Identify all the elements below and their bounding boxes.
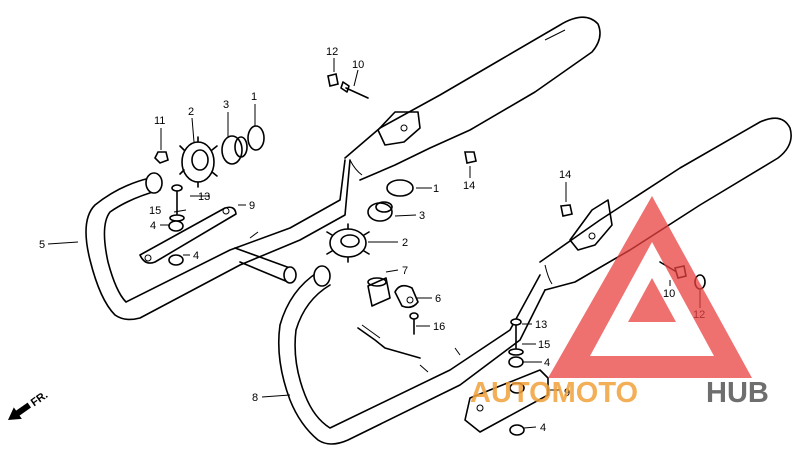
callout-2-upper: 2 [188, 106, 194, 118]
band-6 [394, 284, 419, 309]
front-direction-label: FR. [29, 389, 50, 409]
callout-12-upper: 12 [326, 46, 338, 58]
rubber-4-b [168, 254, 184, 266]
callout-15-lower: 15 [538, 339, 550, 351]
callout-11: 11 [154, 115, 165, 127]
collar-7 [367, 277, 391, 307]
front-direction-arrow: FR. [8, 389, 50, 420]
callout-13-upper: 13 [198, 191, 210, 203]
bolt-13-lower [510, 318, 522, 349]
callout-9-upper: 9 [249, 200, 255, 212]
upper-muffler [344, 16, 601, 181]
callout-2-lower: 2 [402, 237, 408, 249]
callout-13-lower: 13 [535, 319, 547, 331]
stay-bracket-upper [139, 206, 237, 264]
callout-4-d: 4 [540, 422, 546, 434]
sensor-cable [357, 324, 421, 359]
bolt-13-upper [171, 184, 183, 215]
joint-nut-lower [326, 223, 370, 263]
rubber-4-a [168, 220, 184, 232]
nut-14-lower [560, 204, 573, 217]
callout-10-upper: 10 [352, 59, 364, 71]
callout-4-b: 4 [193, 250, 199, 262]
callout-3-lower: 3 [419, 210, 425, 222]
nut-11 [154, 151, 169, 164]
leader-lines [47, 58, 701, 429]
nut-14-upper [464, 151, 477, 164]
watermark-text-automoto: AUTOMOTO [470, 377, 638, 409]
joint-nut-upper [179, 136, 218, 188]
callout-1-lower: 1 [433, 183, 439, 195]
exhaust-pipe-lower [277, 265, 546, 445]
callout-4-a: 4 [150, 220, 156, 232]
gasket-1-upper [247, 125, 265, 151]
callout-14-lower: 14 [559, 169, 571, 181]
callout-7: 7 [402, 265, 408, 277]
bolt-10-upper [340, 81, 369, 99]
cap-nut-12-upper [327, 73, 339, 87]
rubber-4-d [509, 424, 525, 436]
lower-muffler [539, 117, 792, 291]
callout-15-upper: 15 [149, 205, 161, 217]
callout-4-c: 4 [544, 357, 550, 369]
exhaust-pipe-upper [85, 159, 351, 321]
joint-collar-upper [221, 135, 248, 165]
bolt-16 [409, 312, 419, 335]
rubber-4-c [508, 356, 524, 368]
callout-16: 16 [433, 321, 445, 333]
callout-6: 6 [435, 293, 441, 305]
callout-1-upper: 1 [251, 91, 257, 103]
washer-15-upper [169, 214, 185, 222]
watermark-text-hub: HUB [706, 377, 769, 409]
callout-8: 8 [252, 392, 258, 404]
joint-collar-lower [367, 201, 393, 222]
callout-14-upper: 14 [463, 180, 475, 192]
callout-5: 5 [39, 239, 45, 251]
callout-9-lower: 9 [564, 387, 570, 399]
washer-15-lower [508, 348, 524, 356]
callout-3-upper: 3 [223, 99, 229, 111]
gasket-1-lower [386, 179, 414, 197]
watermark-logo [548, 196, 752, 378]
rubber-4-e [509, 382, 525, 394]
callout-10-lower: 10 [663, 288, 675, 300]
